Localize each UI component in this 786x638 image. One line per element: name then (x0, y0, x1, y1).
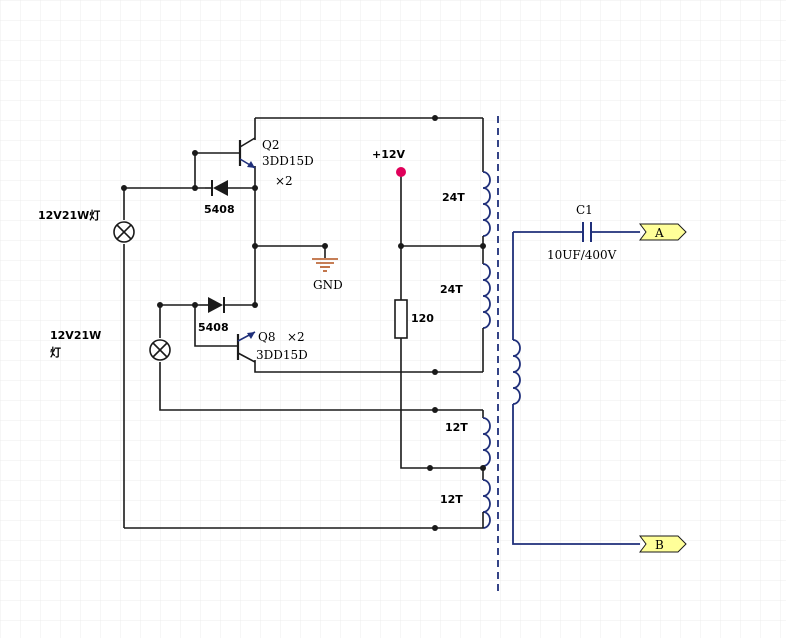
terminal-a (639, 223, 687, 241)
ground-symbol (312, 258, 338, 272)
resistor-120 (394, 299, 408, 339)
wire-q8-collector (254, 360, 483, 373)
resistor-label: 120 (411, 312, 434, 325)
cap-value-label: 10UF/400V (547, 248, 617, 262)
lamp-bottom-label-2: 灯 (50, 345, 61, 359)
cap-name-label: C1 (576, 203, 593, 217)
q8-qty-label: ×2 (287, 330, 305, 344)
supply-terminal (396, 167, 406, 177)
terminal-b (639, 535, 687, 553)
terminal-b-label: B (655, 538, 664, 552)
capacitor-c1 (582, 222, 592, 242)
coil-24t-upper (482, 171, 491, 237)
transistor-q2 (238, 137, 256, 169)
junction-dots (121, 115, 486, 531)
lamp-top-label: 12V21W灯 (38, 208, 100, 222)
q2-name-label: Q2 (262, 138, 279, 152)
winding-3-label: 12T (445, 421, 468, 434)
transistor-q8 (236, 331, 256, 363)
coil-12t-lower (482, 479, 491, 529)
q8-part-label: 3DD15D (256, 348, 308, 362)
winding-1-label: 24T (442, 191, 465, 204)
lamp-bottom (149, 339, 171, 361)
diode-top-label: 5408 (204, 203, 235, 216)
coil-secondary (512, 339, 521, 405)
wire-lamp-bottom-lower (159, 362, 483, 411)
diode-top (205, 180, 228, 196)
supply-label: +12V (372, 148, 406, 161)
coil-12t-upper (482, 417, 491, 467)
terminal-a-label: A (654, 226, 664, 240)
q8-name-label: Q8 (258, 330, 275, 344)
lamp-bottom-label-1: 12V21W (50, 329, 101, 342)
wire-q8-base (194, 305, 238, 347)
q2-qty-label: ×2 (275, 174, 293, 188)
lamp-top (113, 221, 135, 243)
q2-part-label: 3DD15D (262, 154, 314, 168)
winding-2-label: 24T (440, 283, 463, 296)
wire-secondary-bottom (512, 404, 640, 545)
winding-4-label: 12T (440, 493, 463, 506)
diode-bottom (200, 297, 225, 313)
gnd-label: GND (313, 278, 343, 292)
coil-24t-lower (482, 263, 491, 329)
wire-resistor-to-12t (400, 338, 483, 469)
diode-bottom-label: 5408 (198, 321, 229, 334)
